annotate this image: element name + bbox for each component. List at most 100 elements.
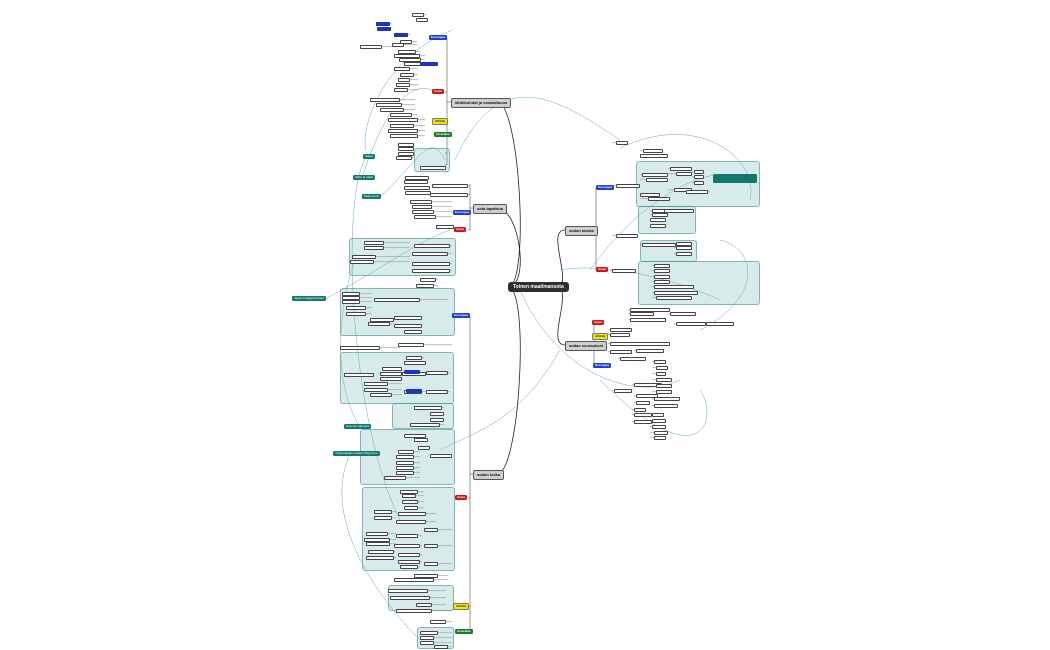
map-node[interactable] [430, 620, 446, 624]
main-topic-3[interactable]: sodan kulku [473, 470, 505, 480]
map-node[interactable] [426, 390, 448, 394]
map-node[interactable] [642, 243, 676, 247]
map-node[interactable] [636, 349, 664, 353]
map-node[interactable] [676, 246, 692, 250]
map-node[interactable] [654, 285, 694, 289]
map-node[interactable] [398, 343, 424, 347]
map-node[interactable] [412, 210, 434, 214]
map-node[interactable] [694, 181, 704, 185]
category-tag[interactable]: Afrikka [453, 603, 470, 610]
map-node[interactable] [630, 318, 666, 322]
map-node[interactable] [414, 215, 436, 219]
map-node[interactable] [424, 528, 438, 532]
map-node[interactable] [636, 401, 650, 405]
teal-label[interactable]: Stalin ja NL [362, 194, 382, 199]
map-node[interactable] [640, 154, 668, 158]
map-node[interactable] [404, 361, 426, 365]
map-node[interactable] [430, 193, 468, 197]
map-node[interactable] [402, 494, 416, 498]
map-node[interactable] [654, 275, 670, 279]
map-node[interactable] [426, 371, 448, 375]
map-node[interactable] [400, 40, 412, 44]
highlight-box[interactable] [713, 174, 757, 183]
map-node[interactable] [676, 242, 692, 246]
map-node[interactable] [654, 264, 670, 268]
category-tag[interactable]: Aasia [592, 320, 605, 325]
map-node[interactable] [394, 544, 420, 548]
map-node[interactable] [646, 178, 668, 182]
map-node[interactable] [654, 269, 670, 273]
map-node[interactable] [396, 461, 414, 465]
map-node[interactable] [416, 18, 428, 22]
map-node[interactable] [612, 269, 636, 273]
map-node[interactable] [630, 312, 654, 316]
map-node[interactable] [414, 406, 442, 410]
map-node[interactable] [418, 446, 430, 450]
map-node[interactable] [398, 512, 426, 516]
map-node[interactable] [656, 378, 672, 382]
map-node[interactable] [654, 436, 666, 440]
map-node[interactable] [412, 205, 432, 209]
map-node[interactable] [620, 357, 646, 361]
map-node[interactable] [352, 255, 376, 259]
map-node[interactable] [412, 269, 450, 273]
map-node[interactable] [654, 431, 668, 435]
map-node[interactable] [398, 147, 414, 151]
map-node[interactable] [344, 373, 374, 377]
map-node[interactable] [636, 394, 658, 398]
map-node[interactable] [370, 98, 400, 102]
highlighted-node[interactable] [376, 22, 390, 26]
map-node[interactable] [656, 390, 672, 394]
map-node[interactable] [404, 330, 422, 334]
map-node[interactable] [394, 54, 420, 58]
map-node[interactable] [670, 312, 696, 316]
highlighted-node[interactable] [406, 389, 422, 393]
map-node[interactable] [402, 500, 418, 504]
map-node[interactable] [396, 534, 418, 538]
map-node[interactable] [396, 83, 410, 87]
map-node[interactable] [610, 328, 632, 332]
map-node[interactable] [396, 520, 426, 524]
map-node[interactable] [368, 550, 394, 554]
map-node[interactable] [404, 434, 426, 438]
map-node[interactable] [340, 346, 380, 350]
map-node[interactable] [376, 103, 402, 107]
map-node[interactable] [642, 173, 668, 177]
map-node[interactable] [432, 184, 468, 188]
category-tag[interactable]: Eurooppa [429, 35, 447, 40]
map-node[interactable] [380, 372, 402, 376]
map-node[interactable] [416, 284, 434, 288]
map-node[interactable] [652, 213, 668, 217]
map-node[interactable] [374, 516, 392, 520]
map-node[interactable] [676, 172, 692, 176]
map-node[interactable] [366, 532, 388, 536]
map-node[interactable] [434, 645, 448, 649]
category-tag[interactable]: Aasia [596, 267, 609, 272]
map-node[interactable] [706, 322, 734, 326]
map-node[interactable] [400, 565, 418, 569]
map-node[interactable] [396, 156, 412, 160]
map-node[interactable] [394, 324, 422, 328]
map-node[interactable] [664, 209, 694, 213]
category-tag[interactable]: Amerikka [455, 629, 473, 634]
map-node[interactable] [346, 312, 366, 316]
map-node[interactable] [430, 454, 452, 458]
map-node[interactable] [398, 78, 410, 82]
map-node[interactable] [414, 574, 438, 578]
category-tag[interactable]: Aasia [432, 89, 445, 94]
map-node[interactable] [643, 149, 663, 153]
highlighted-node[interactable] [420, 62, 438, 66]
map-node[interactable] [400, 490, 418, 494]
map-node[interactable] [656, 372, 666, 376]
map-node[interactable] [652, 425, 666, 429]
map-node[interactable] [370, 393, 392, 397]
map-node[interactable] [396, 455, 414, 459]
map-node[interactable] [342, 300, 360, 304]
category-tag[interactable]: Eurooppa [596, 185, 614, 190]
map-node[interactable] [634, 408, 646, 412]
teal-label[interactable]: Suomen talvisota [344, 424, 372, 429]
map-node[interactable] [374, 298, 420, 302]
map-node[interactable] [399, 58, 421, 62]
map-node[interactable] [614, 389, 632, 393]
map-node[interactable] [364, 382, 388, 386]
